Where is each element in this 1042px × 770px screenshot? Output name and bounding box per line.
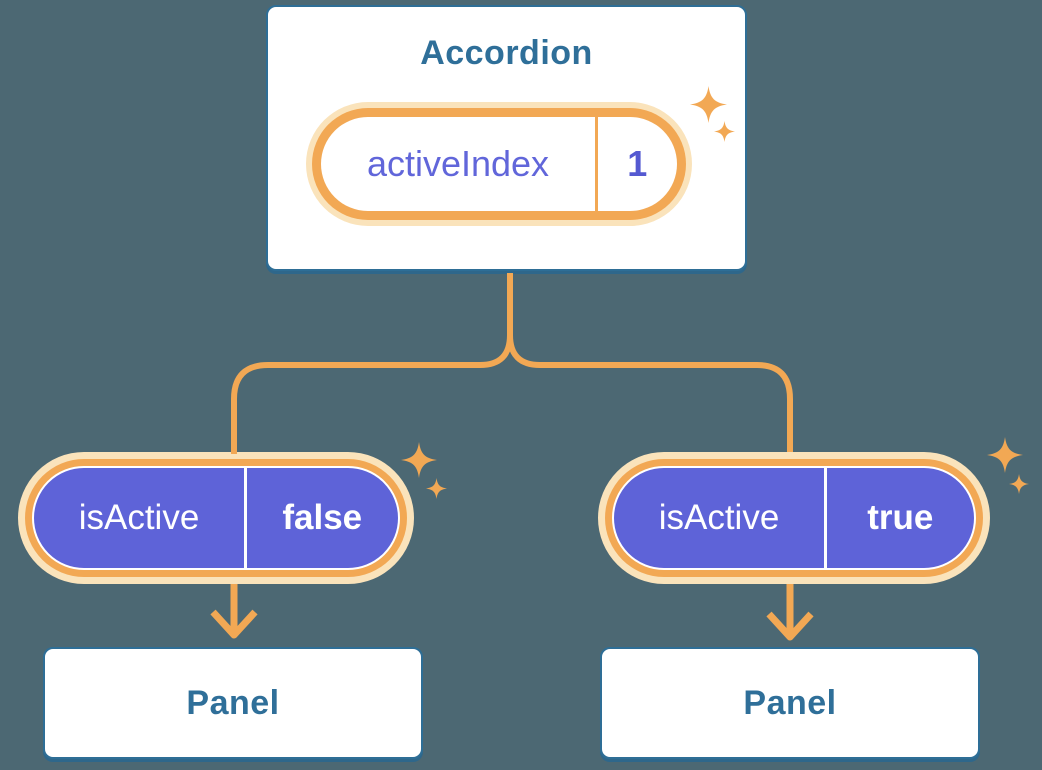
state-name-label: activeIndex xyxy=(366,143,550,184)
accordion-component-card: Accordion activeIndex 1 xyxy=(266,5,747,271)
branch-line-left xyxy=(231,273,513,454)
panel-card-right: Panel xyxy=(600,647,980,759)
prop-name-label: isActive xyxy=(658,498,780,537)
sparkles-icon xyxy=(987,437,1029,494)
pill-divider xyxy=(244,468,247,568)
prop-name-label: isActive xyxy=(78,498,200,537)
prop-pill-ring: isActive false xyxy=(25,459,407,577)
panel-title: Panel xyxy=(186,683,280,722)
panel-title: Panel xyxy=(743,683,837,722)
state-pill-ring: activeIndex 1 xyxy=(312,108,686,220)
prop-pill-body: isActive false xyxy=(32,466,400,570)
prop-pill-isactive-true: isActive true xyxy=(598,452,990,584)
state-value: 1 xyxy=(627,143,648,184)
state-pill-body: activeIndex 1 xyxy=(321,117,677,211)
panel-card-left: Panel xyxy=(43,647,423,759)
prop-value: true xyxy=(867,498,934,537)
accordion-title: Accordion xyxy=(420,34,593,72)
prop-value: false xyxy=(282,498,363,537)
pill-divider xyxy=(595,117,598,211)
prop-pill-isactive-false: isActive false xyxy=(18,452,414,584)
arrow-down-icon xyxy=(766,584,814,641)
prop-pill-body: isActive true xyxy=(612,466,976,570)
pill-divider xyxy=(824,468,827,568)
arrow-down-icon xyxy=(210,584,258,639)
prop-pill-ring: isActive true xyxy=(605,459,983,577)
branch-line-right xyxy=(507,273,793,452)
state-pill-activeindex: activeIndex 1 xyxy=(306,102,692,226)
